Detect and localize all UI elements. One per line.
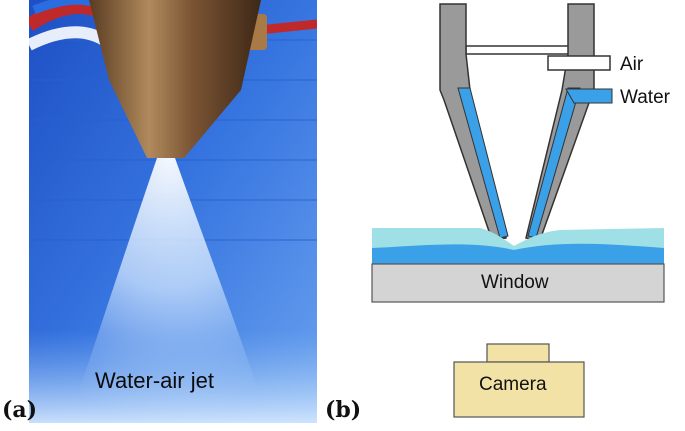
photo-illustration: [29, 0, 317, 423]
camera-body: [453, 361, 585, 418]
schematic-svg: [371, 3, 665, 418]
nozzle-schematic: [330, 0, 685, 431]
window-plate: [371, 263, 665, 303]
nozzle-body: [89, 0, 261, 158]
water-label: Water: [620, 87, 670, 108]
jet-caption: Water-air jet: [95, 368, 214, 393]
camera-label: Camera: [479, 374, 547, 395]
white-tube: [29, 26, 108, 51]
water-air-jet-photo: [29, 0, 317, 423]
air-inlet: [547, 55, 611, 71]
water-film-dark: [372, 243, 664, 264]
right-red-tube: [258, 19, 317, 35]
air-plate: [465, 45, 571, 55]
water-inlet: [565, 88, 613, 104]
window-label: Window: [481, 272, 549, 293]
air-label: Air: [620, 54, 644, 75]
spray-haze: [29, 330, 317, 423]
camera-lens: [486, 343, 550, 363]
panel-label-a: (a): [2, 397, 38, 423]
right-water-channel: [527, 87, 581, 239]
panel-label-b: (b): [325, 397, 362, 423]
left-water-channel: [457, 87, 509, 239]
